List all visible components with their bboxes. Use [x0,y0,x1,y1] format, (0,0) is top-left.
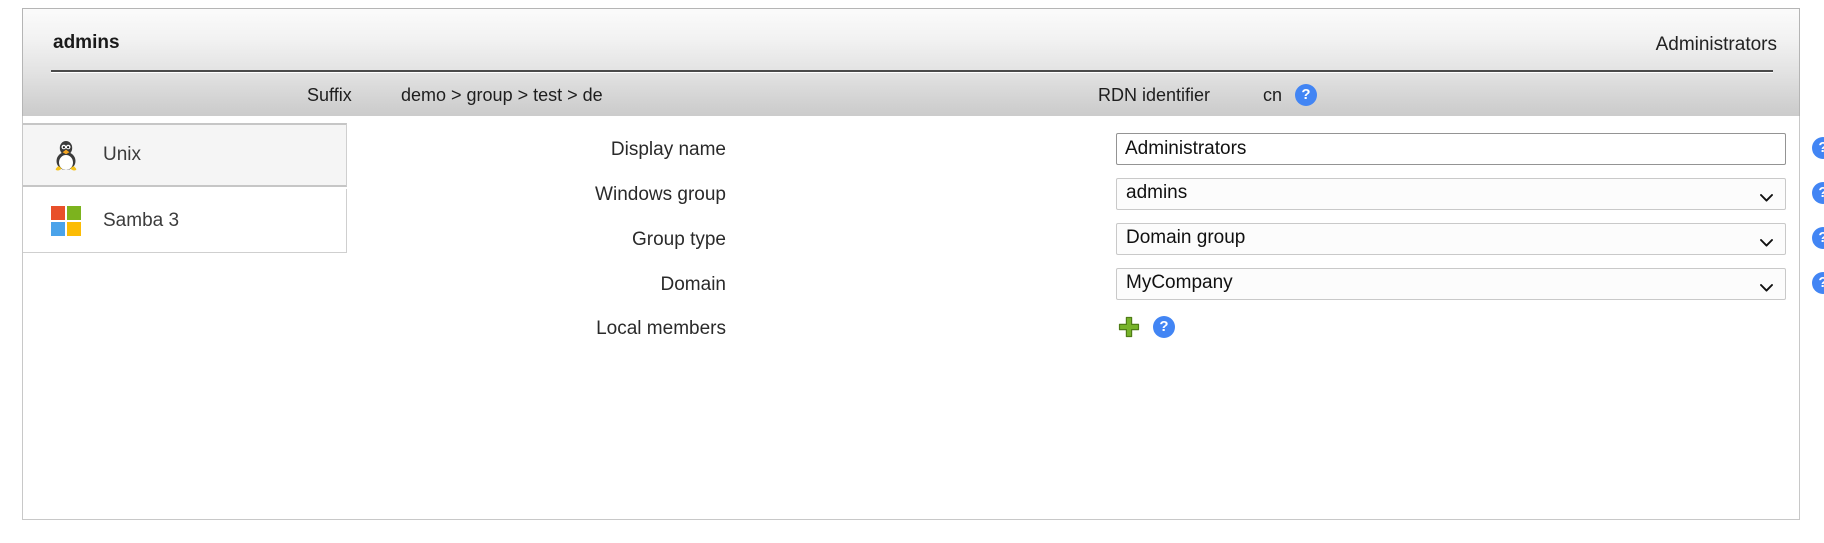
display-name-input[interactable] [1116,133,1786,165]
entry-display-name: Administrators [1655,34,1777,55]
windows-squares-icon [49,204,83,238]
header-divider [51,70,1773,73]
windows-group-selected-value: admins [1126,182,1188,203]
group-type-field-wrap: Domain group [1116,223,1786,255]
rdn-help-icon[interactable]: ? [1295,84,1317,106]
group-type-help-icon[interactable]: ? [1812,227,1824,249]
display-name-field-wrap [1116,133,1786,165]
form-row-domain: Domain MyCompany ? [23,268,1824,302]
group-type-select[interactable]: Domain group [1116,223,1786,255]
local-members-label: Local members [596,318,726,339]
windows-group-field-wrap: admins [1116,178,1786,210]
form-row-group-type: Group type Domain group ? [23,223,1824,257]
display-name-label: Display name [610,139,726,160]
group-type-selected-value: Domain group [1126,227,1246,248]
add-member-plus-icon[interactable] [1118,316,1140,338]
page-title: admins [53,32,120,53]
domain-help-icon[interactable]: ? [1812,272,1824,294]
local-members-help-icon[interactable]: ? [1153,316,1175,338]
group-type-label: Group type [632,229,726,250]
windows-group-select[interactable]: admins [1116,178,1786,210]
chevron-down-icon [1760,234,1773,247]
suffix-label: Suffix [307,85,352,105]
header-meta-row: Suffix demo > group > test > de RDN iden… [23,73,1799,117]
extension-tab-list: Unix Samba 3 [23,123,347,253]
chevron-down-icon [1760,189,1773,202]
rdn-identifier-label: RDN identifier [1098,85,1211,105]
windows-group-help-icon[interactable]: ? [1812,182,1824,204]
form-row-display-name: Display name ? [23,133,1824,167]
sidebar-item-samba3[interactable]: Samba 3 [23,189,347,253]
form-row-windows-group: Windows group admins ? [23,178,1824,212]
sidebar-item-unix[interactable]: Unix [23,123,347,187]
header-panel: admins Administrators Suffix demo > grou… [22,8,1800,116]
sidebar-item-label-samba3: Samba 3 [103,209,180,231]
sidebar-item-label-unix: Unix [103,144,142,165]
display-name-help-icon[interactable]: ? [1812,137,1824,159]
header-top-row: admins Administrators [23,9,1799,73]
tux-penguin-icon [49,138,83,172]
chevron-down-icon [1760,279,1773,292]
form-row-local-members: Local members ? [23,312,1799,346]
windows-group-label: Windows group [595,184,726,205]
domain-field-wrap: MyCompany [1116,268,1786,300]
rdn-identifier-value: cn [1263,85,1283,105]
suffix-value: demo > group > test > de [401,85,603,105]
domain-select[interactable]: MyCompany [1116,268,1786,300]
domain-selected-value: MyCompany [1126,272,1233,293]
domain-label: Domain [660,274,726,295]
content-panel: Unix Samba 3 Display name [22,116,1824,520]
